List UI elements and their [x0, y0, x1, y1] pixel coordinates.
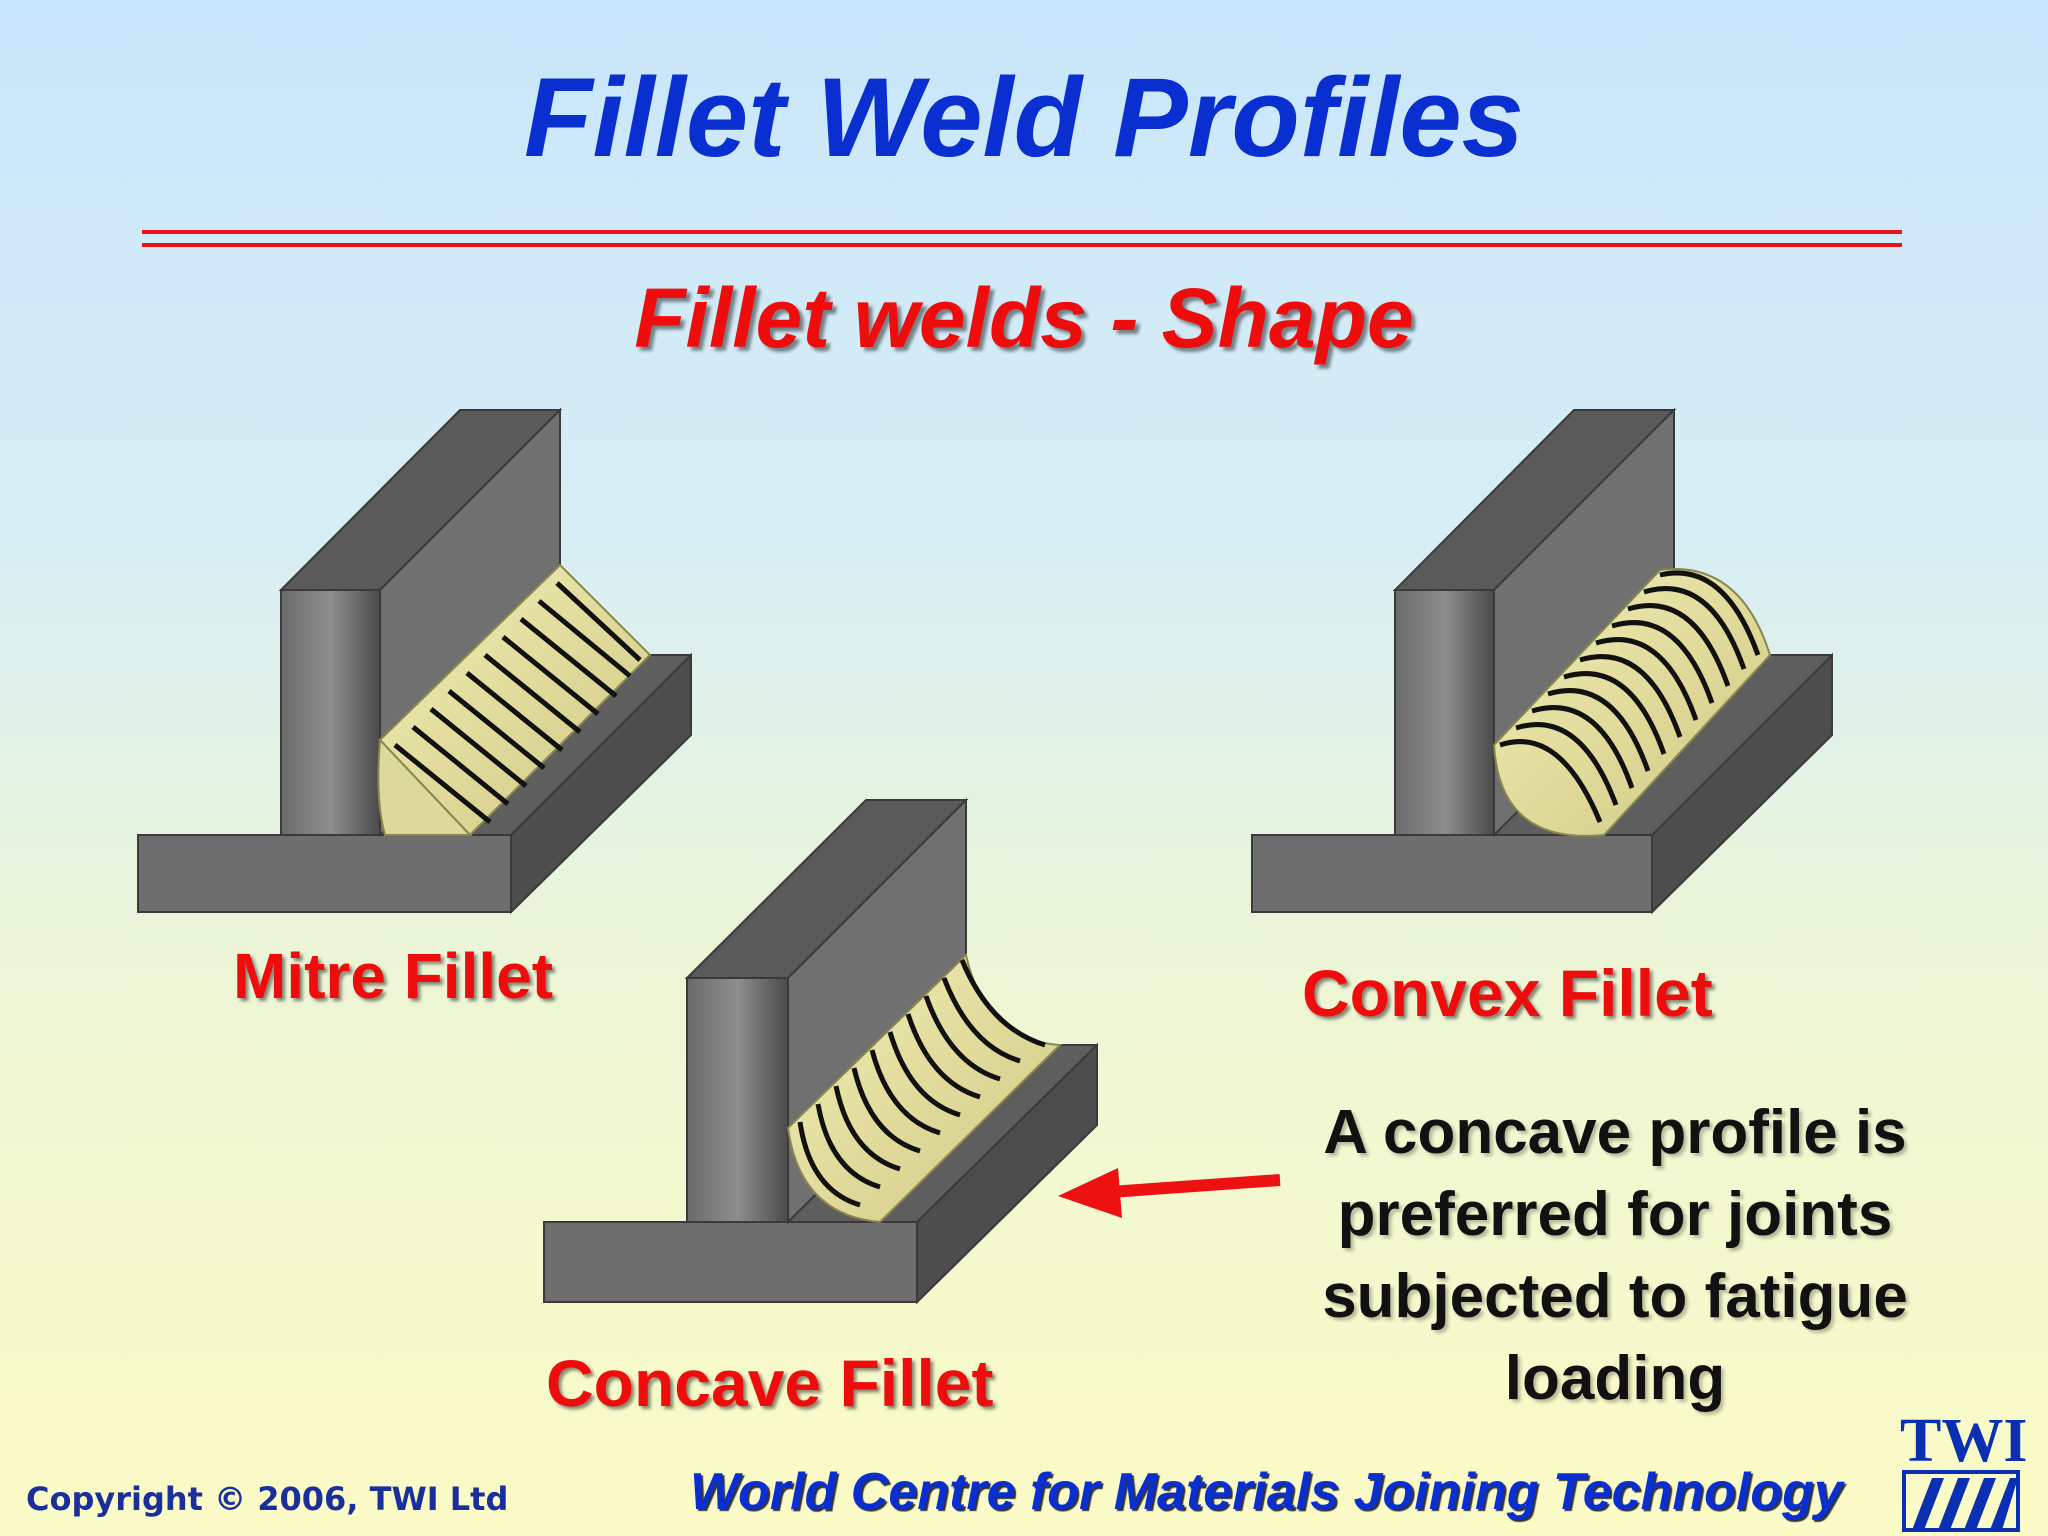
slide-subtitle: Fillet welds - Shape: [634, 271, 1414, 365]
concave-fillet-label: Concave Fillet: [546, 1346, 994, 1420]
footer-tagline: World Centre for Materials Joining Techn…: [690, 1463, 1843, 1521]
fatigue-note: A concave profile is preferred for joint…: [1322, 1098, 1908, 1413]
copyright-text: Copyright © 2006, TWI Ltd: [26, 1480, 509, 1518]
title-rule-bottom: [142, 243, 1902, 247]
twi-logo-icon: [1902, 1470, 2020, 1532]
title-rule-top: [142, 230, 1902, 234]
slide-title: Fillet Weld Profiles: [524, 55, 1524, 180]
twi-logo-text: TWI: [1900, 1407, 2028, 1475]
convex-fillet-label: Convex Fillet: [1302, 956, 1713, 1030]
mitre-fillet-label: Mitre Fillet: [233, 940, 554, 1012]
